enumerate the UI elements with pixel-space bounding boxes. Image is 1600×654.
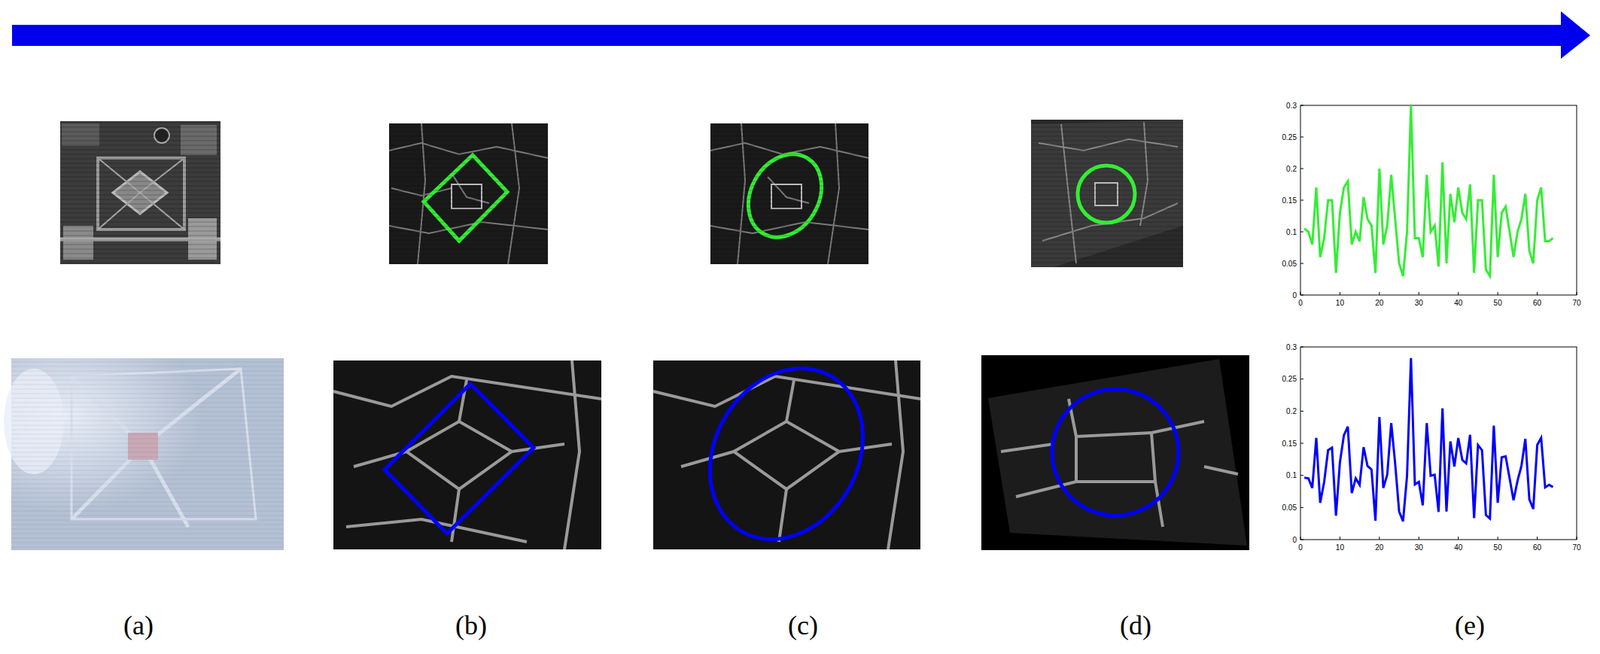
axis-tick-label: 60 [1533,543,1542,552]
axis-tick-label: 0.3 [1286,343,1297,352]
warped-edge-map [981,355,1250,551]
axis-tick-label: 0.1 [1286,471,1297,480]
axis-tick-label: 0.3 [1286,101,1297,110]
axis-tick-label: 10 [1335,543,1345,552]
plot-frame [1300,105,1577,296]
axis-tick-label: 0 [1292,291,1297,300]
axis-tick-label: 0.15 [1282,196,1297,205]
tick-mark [1418,292,1420,296]
tick-mark [1300,378,1304,380]
tick-mark [1339,536,1341,540]
axis-tick-label: 20 [1374,298,1384,308]
descriptor-line [1304,358,1553,522]
tick-mark [1300,200,1304,201]
panel-label: (c) [787,609,819,642]
axis-tick-label: 30 [1414,543,1424,552]
axis-tick-label: 0.1 [1286,228,1297,237]
panel-label: (d) [1119,609,1152,642]
axis-tick-label: 70 [1572,543,1581,552]
tick-mark [1300,105,1304,107]
axis-tick-label: 0.2 [1286,164,1297,174]
tick-mark [1300,263,1304,265]
tick-mark [1300,410,1304,412]
tick-mark [1300,507,1304,508]
axis-tick-label: 0 [1298,543,1303,552]
tick-mark [1300,292,1302,296]
axis-tick-label: 30 [1414,298,1424,308]
edge-map [710,123,869,265]
axis-tick-label: 0.05 [1282,259,1297,268]
tick-mark [1339,292,1341,296]
tick-mark [1378,536,1380,540]
axis-tick-label: 50 [1493,543,1503,552]
aerial-image [60,121,221,265]
axis-tick-label: 50 [1493,298,1503,308]
tick-mark [1300,136,1304,138]
tick-mark [1457,292,1459,296]
tick-mark [1497,536,1499,540]
axis-tick-label: 60 [1533,298,1542,308]
axis-tick-label: 0 [1292,535,1297,545]
axis-tick-label: 0.25 [1282,133,1297,142]
axis-tick-label: 0.15 [1282,439,1297,448]
tick-mark [1300,346,1304,348]
tick-mark [1378,292,1380,296]
tick-mark [1300,536,1302,540]
tick-mark [1576,536,1578,540]
axis-tick-label: 0 [1298,298,1303,308]
axis-tick-label: 10 [1335,298,1345,308]
axis-tick-label: 20 [1374,543,1384,552]
aerial-photo [3,358,284,551]
tick-mark [1536,292,1538,296]
descriptor-line [1304,105,1553,277]
tick-mark [1418,536,1420,540]
warped-edge-map [1031,119,1184,268]
axis-tick-label: 0.25 [1282,374,1297,384]
edge-map [333,360,602,550]
tick-mark [1457,536,1459,540]
edge-map [389,123,548,265]
panel-label: (b) [455,609,487,642]
tick-mark [1300,168,1304,170]
edge-map [653,340,921,567]
flow-arrow [12,11,1591,59]
axis-tick-label: 0.05 [1282,503,1297,512]
panel-label: (e) [1454,609,1485,642]
tick-mark [1300,539,1304,541]
tick-mark [1576,292,1578,296]
axis-tick-label: 40 [1453,298,1463,308]
tick-mark [1300,231,1304,233]
tick-mark [1497,292,1499,296]
axis-tick-label: 40 [1453,543,1463,552]
tick-mark [1300,474,1304,476]
plot-frame [1300,346,1577,540]
tick-mark [1300,443,1304,445]
tick-mark [1300,295,1304,296]
axis-tick-label: 70 [1572,298,1581,308]
tick-mark [1536,536,1538,540]
axis-tick-label: 0.2 [1286,407,1297,416]
panel-label: (a) [123,609,154,642]
